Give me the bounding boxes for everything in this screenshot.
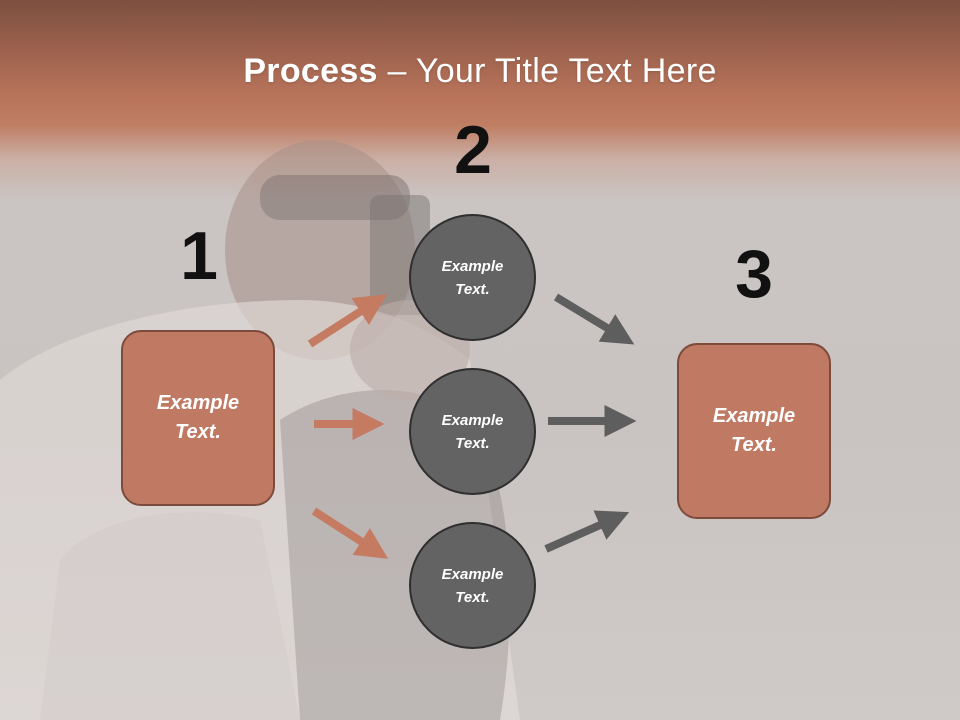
circle-2-text: Example Text.	[441, 411, 504, 452]
circle-3-text: Example Text.	[441, 565, 504, 606]
title-rest: – Your Title Text Here	[377, 52, 717, 90]
circle-2: Example Text.	[409, 368, 536, 495]
arrow-2c-to-3	[544, 510, 630, 553]
step-3-box: Example Text.	[677, 343, 831, 519]
step-number-3: 3	[735, 236, 773, 312]
circle-1: Example Text.	[409, 214, 536, 341]
arrow-1-to-2c	[311, 507, 389, 559]
circle-3: Example Text.	[409, 522, 536, 649]
step-number-1: 1	[180, 218, 218, 294]
arrow-1-to-2a	[307, 294, 388, 348]
circle-1-text: Example Text.	[441, 257, 504, 298]
step-1-text: Example Text.	[156, 392, 240, 443]
arrow-2a-to-3	[553, 293, 635, 345]
step-3-text: Example Text.	[712, 405, 796, 456]
step-1-box: Example Text.	[121, 330, 275, 506]
step-number-2: 2	[454, 112, 492, 188]
slide-title: Process – Your Title Text Here	[0, 52, 960, 91]
title-bold: Process	[243, 52, 378, 90]
